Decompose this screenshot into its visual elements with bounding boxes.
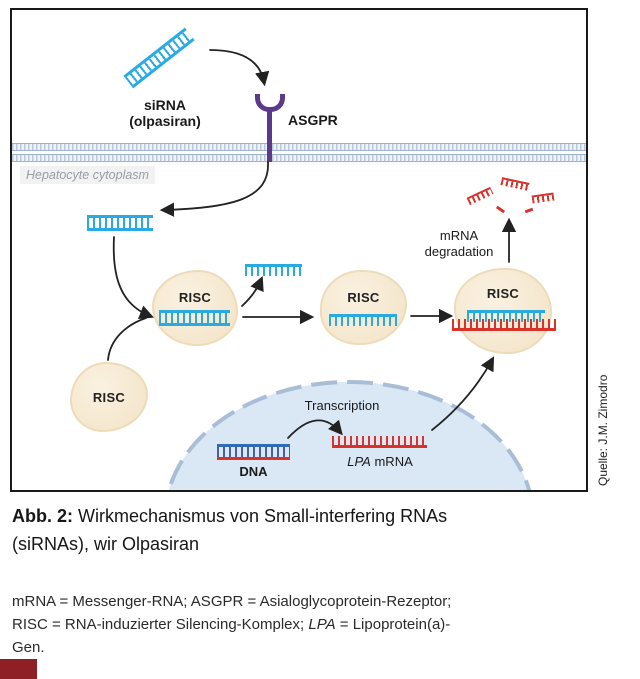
caption-prefix: Abb. 2: [12,506,73,526]
source-credit: Quelle: J.M. Zimodro [596,374,610,486]
mrna-fragment-dash [524,207,534,214]
transcription-label: Transcription [304,398,380,413]
arrow-passenger-release [241,276,264,307]
dna-label: DNA [239,464,268,479]
figure-caption: Abb. 2: Wirkmechanismus von Small-interf… [12,502,572,558]
passenger-strand [245,264,302,276]
sirna-label-line2: (olpasiran) [129,113,201,129]
risc2-guide-strand [329,314,397,326]
cell-membrane-inner-leaflet [12,154,586,162]
asgpr-label: ASGPR [288,112,338,128]
risc1-label: RISC [178,290,212,305]
footnote-line2-post: = Lipoprotein(a)- [335,616,451,633]
risc-free-label: RISC [92,390,126,405]
abbreviation-footnote: mRNA = Messenger-RNA; ASGPR = Asialoglyc… [12,590,612,659]
page-accent-bar [0,659,37,679]
sirna-duplex [123,27,195,89]
mrna-degradation-line1: mRNA [439,228,479,243]
risc2-blob [320,270,407,345]
arrow-receptor-to-cytoplasm [159,161,269,217]
arrow-mrna-to-risc3 [431,356,495,431]
footnote-line3: Gen. [12,639,45,656]
lpa-mrna-label-italic: LPA [347,454,371,469]
caption-line1: Abb. 2: Wirkmechanismus von Small-interf… [12,502,572,530]
cytoplasm-label: Hepatocyte cytoplasm [20,166,155,184]
mrna-fragment [531,192,555,204]
risc1-blob [152,270,238,346]
footnote-line2-italic: LPA [308,616,336,633]
footnote-line2-pre: RISC = RNA-induzierter Silencing-Komplex… [12,616,309,633]
cytoplasm-sirna-duplex [87,215,153,231]
risc3-label: RISC [486,286,520,301]
lpa-mrna-label-rest: mRNA [370,454,413,469]
mrna-fragment [466,186,494,206]
lpa-mrna-strand [332,436,427,448]
risc1-sirna-duplex [159,310,230,326]
risc3-target-mrna-strand [452,319,556,331]
dna-duplex [217,444,290,460]
risc-free-blob [70,362,148,432]
footnote-line1: mRNA = Messenger-RNA; ASGPR = Asialoglyc… [12,593,452,610]
asgpr-receptor-stem [267,110,272,162]
risc2-label: RISC [347,290,380,305]
sirna-label: siRNA (olpasiran) [105,97,225,129]
arrow-sirna-to-risc1 [112,236,155,319]
mrna-fragment [500,177,530,191]
mrna-degradation-line2: degradation [424,244,494,259]
lpa-mrna-label: LPA mRNA [330,454,430,470]
arrow-riscfree-merge [107,317,147,361]
cell-membrane-outer-leaflet [12,143,586,151]
figure-panel: Hepatocyte cytoplasm siRNA (olpasiran) A… [10,8,588,492]
mrna-degradation-label: mRNA degradation [414,228,504,260]
caption-line1-rest: Wirkmechanismus von Small-interfering RN… [73,506,448,526]
sirna-label-line1: siRNA [143,97,186,113]
asgpr-receptor-icon [255,94,285,112]
mrna-fragment-dash [495,205,506,214]
caption-line2: (siRNAs), wir Olpasiran [12,534,200,554]
arrow-sirna-to-receptor [209,49,270,87]
footnote-line2: RISC = RNA-induzierter Silencing-Komplex… [12,613,612,636]
